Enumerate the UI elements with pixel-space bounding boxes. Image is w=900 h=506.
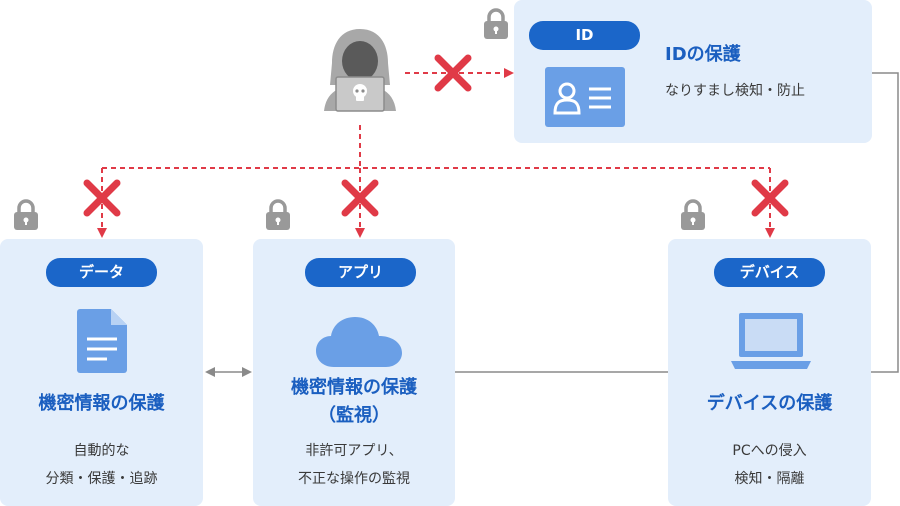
cloud-icon — [316, 317, 402, 367]
app-description-line1: 非許可アプリ、 — [305, 443, 403, 459]
data-description-line2: 分類・保護・追跡 — [45, 471, 158, 487]
device-description-line1: PCへの侵入 — [732, 443, 807, 459]
lock-icon — [266, 199, 290, 230]
data-description-line1: 自動的な — [73, 443, 130, 459]
data-protection-card: データ 機密情報の保護 自動的な 分類・保護・追跡 — [0, 239, 203, 506]
app-description-line2: 不正な操作の監視 — [298, 471, 410, 487]
data-badge: データ — [46, 258, 157, 287]
block-x-icon — [341, 179, 379, 217]
lock-icon — [681, 199, 705, 230]
block-x-icon — [751, 179, 789, 217]
app-badge: アプリ — [305, 258, 416, 287]
id-card-icon — [545, 67, 625, 127]
app-protection-card: アプリ 機密情報の保護 （監視） 非許可アプリ、 不正な操作の監視 — [253, 239, 455, 506]
id-badge: ID — [529, 21, 640, 50]
block-x-icon — [83, 179, 121, 217]
device-badge: デバイス — [714, 258, 825, 287]
laptop-icon — [731, 313, 811, 369]
app-title-line1: 機密情報の保護 — [291, 377, 417, 398]
device-protection-card: デバイス デバイスの保護 PCへの侵入 検知・隔離 — [668, 239, 871, 506]
document-icon — [77, 309, 127, 373]
data-title: 機密情報の保護 — [38, 393, 165, 414]
hacker-icon — [324, 29, 396, 112]
device-description-line2: 検知・隔離 — [734, 471, 805, 487]
block-x-icon — [434, 54, 472, 92]
id-title: IDの保護 — [665, 44, 741, 65]
id-description: なりすまし検知・防止 — [665, 83, 805, 99]
lock-icon — [14, 199, 38, 230]
lock-icon — [484, 8, 508, 39]
connector-id-to-device — [870, 72, 899, 373]
id-protection-card: ID IDの保護 なりすまし検知・防止 — [514, 0, 872, 143]
app-title-line2: （監視） — [318, 405, 390, 426]
device-title: デバイスの保護 — [706, 393, 833, 414]
